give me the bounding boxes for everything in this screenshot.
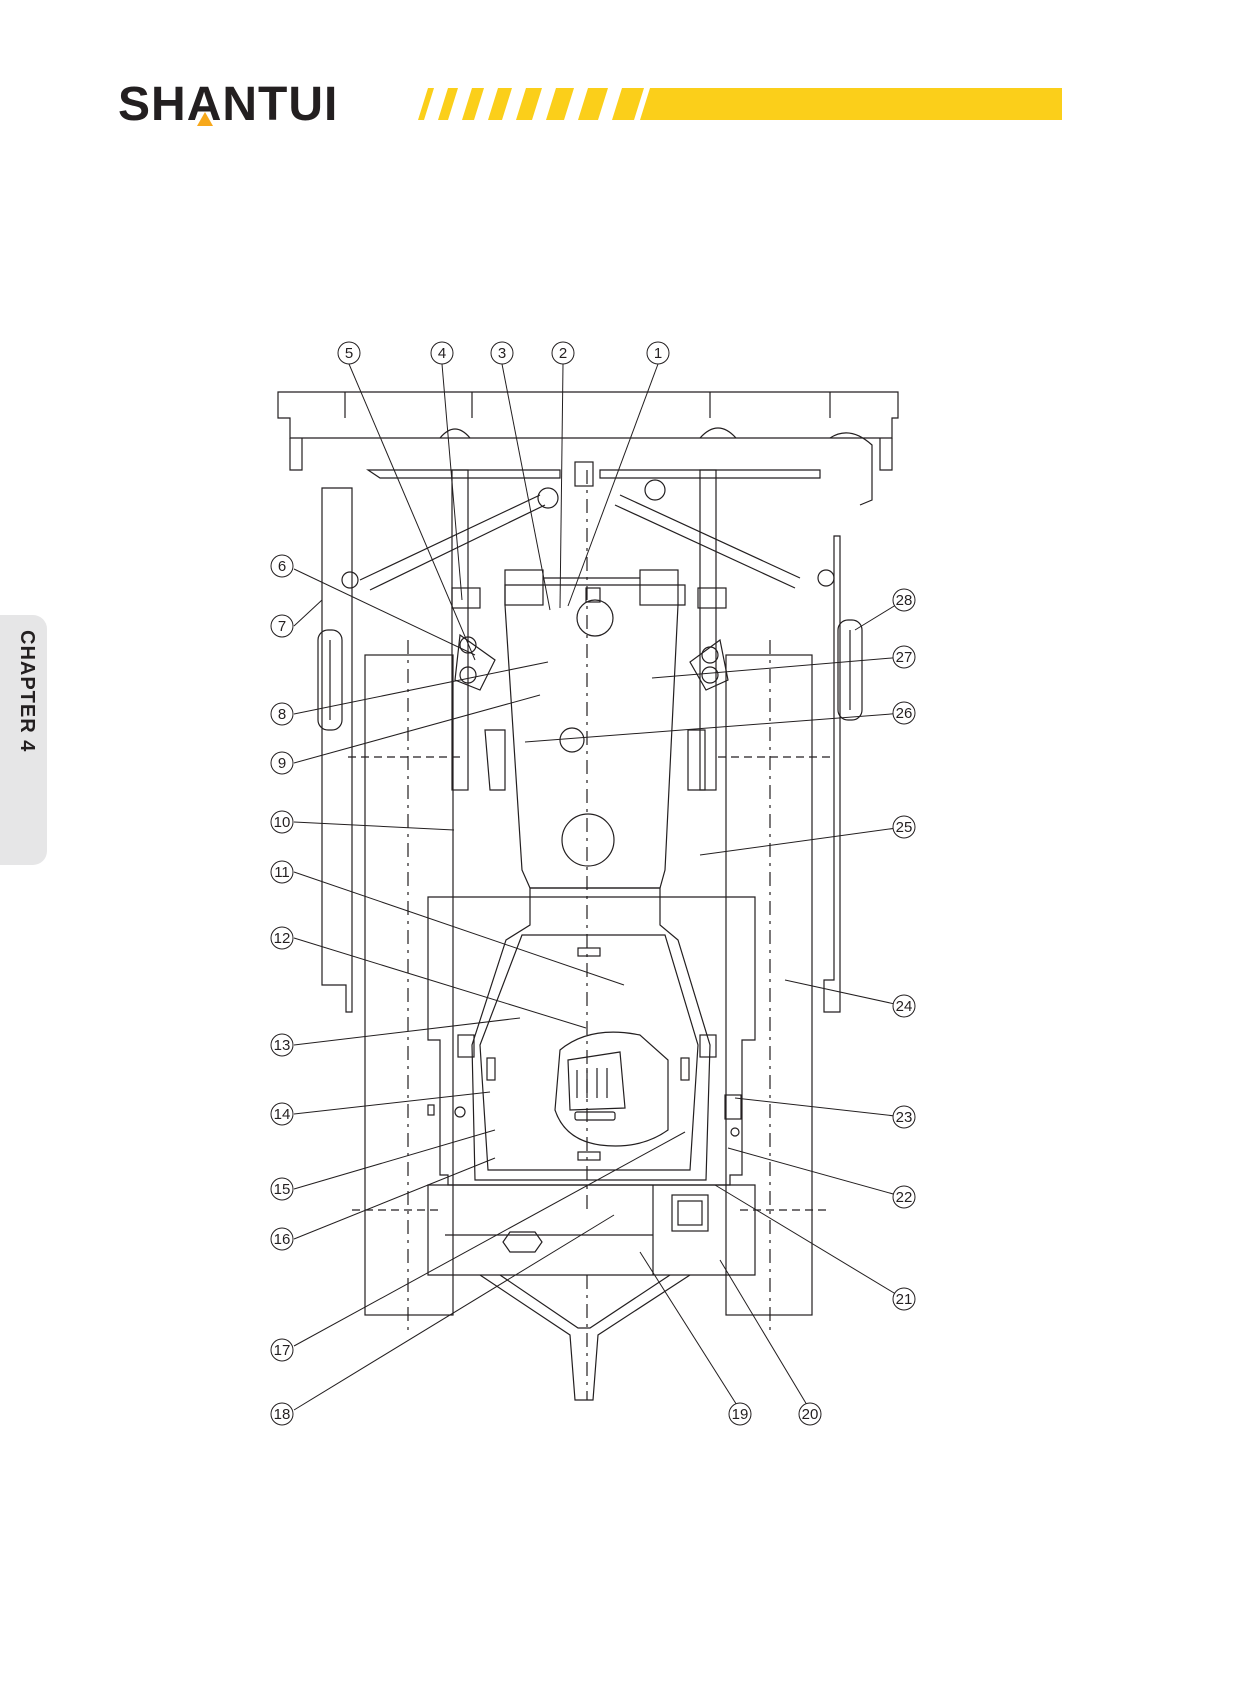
callout-8: 8 [270,702,294,726]
callout-26: 26 [892,701,916,725]
callout-markers: 1 2 3 4 5 6 7 8 9 10 11 12 13 14 15 16 1… [270,341,916,1426]
header-stripe-bar [418,88,1062,120]
svg-text:22: 22 [896,1189,913,1206]
callout-2: 2 [551,341,575,365]
callout-5: 5 [337,341,361,365]
callout-25: 25 [892,815,916,839]
callout-27: 27 [892,645,916,669]
svg-text:1: 1 [654,345,662,362]
svg-text:26: 26 [896,705,913,722]
svg-text:14: 14 [274,1106,291,1123]
callout-4: 4 [430,341,454,365]
svg-text:2: 2 [559,345,567,362]
callout-1: 1 [646,341,670,365]
callout-28: 28 [892,588,916,612]
callout-11: 11 [270,860,294,884]
svg-text:27: 27 [896,649,913,666]
svg-text:5: 5 [345,345,353,362]
svg-text:19: 19 [732,1406,749,1423]
callout-3: 3 [490,341,514,365]
svg-text:21: 21 [896,1291,913,1308]
svg-text:18: 18 [274,1406,291,1423]
svg-text:7: 7 [278,618,286,635]
svg-text:13: 13 [274,1037,291,1054]
svg-text:10: 10 [274,814,291,831]
svg-text:25: 25 [896,819,913,836]
callout-14: 14 [270,1102,294,1126]
callout-23: 23 [892,1105,916,1129]
svg-text:28: 28 [896,592,913,609]
brand-logo-part-1: SH [118,78,187,131]
svg-text:24: 24 [896,998,913,1015]
callout-12: 12 [270,926,294,950]
svg-text:3: 3 [498,345,506,362]
svg-text:16: 16 [274,1231,291,1248]
svg-text:15: 15 [274,1181,291,1198]
brand-logo: SHANTUI [118,80,338,130]
callout-20: 20 [798,1402,822,1426]
brand-logo-mark: A [187,80,223,130]
callout-7: 7 [270,614,294,638]
svg-text:11: 11 [274,864,290,881]
machine-outline [277,391,899,1401]
callout-10: 10 [270,810,294,834]
svg-text:17: 17 [274,1342,291,1359]
callout-22: 22 [892,1185,916,1209]
svg-text:6: 6 [278,558,286,575]
svg-text:4: 4 [438,345,446,362]
svg-text:12: 12 [274,930,291,947]
callout-17: 17 [270,1338,294,1362]
svg-text:20: 20 [802,1406,819,1423]
brand-logo-part-2: NTUI [222,78,339,131]
svg-text:23: 23 [896,1109,913,1126]
callout-16: 16 [270,1227,294,1251]
callout-18: 18 [270,1402,294,1426]
chapter-tab [0,615,47,865]
callout-6: 6 [270,554,294,578]
callout-13: 13 [270,1033,294,1057]
svg-text:9: 9 [278,755,286,772]
callout-15: 15 [270,1177,294,1201]
callout-21: 21 [892,1287,916,1311]
callout-9: 9 [270,751,294,775]
callout-19: 19 [728,1402,752,1426]
callout-24: 24 [892,994,916,1018]
svg-text:8: 8 [278,706,286,723]
